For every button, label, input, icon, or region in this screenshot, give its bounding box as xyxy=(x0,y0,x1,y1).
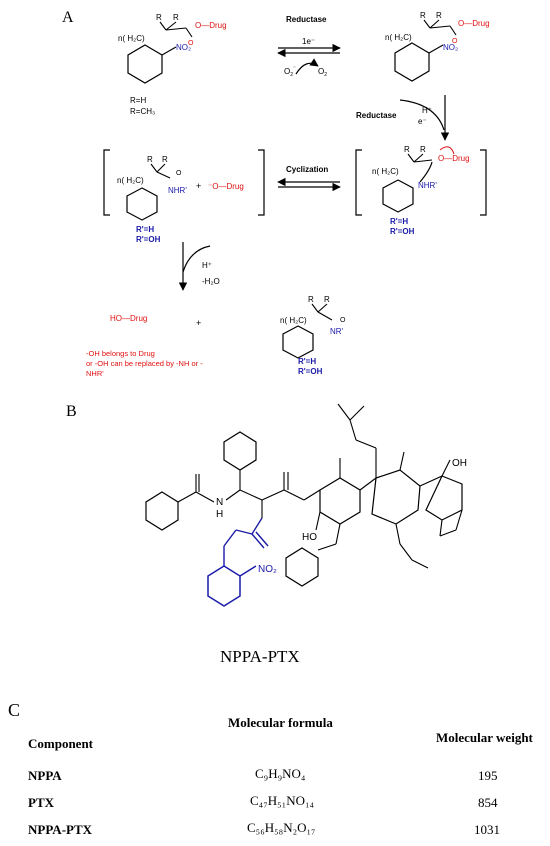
superoxide-label: O2⁻ xyxy=(284,66,296,78)
r-label: R xyxy=(420,145,426,154)
no2-label: NO₂ xyxy=(443,43,458,52)
r-label: R xyxy=(162,155,168,164)
drug-anion-label: ⁻O—Drug xyxy=(208,182,244,191)
nh2c-label: n( H₂C) xyxy=(385,33,412,42)
note-line-1: -OH belongs to Drug xyxy=(86,349,155,358)
table-row-component: NPPA xyxy=(28,768,62,783)
no2-label: NO₂ xyxy=(258,564,277,575)
r-label: R xyxy=(324,295,330,304)
rprime-h: R'=H xyxy=(136,225,154,234)
rprime-oh: R'=OH xyxy=(390,227,415,236)
h-plus-label: H⁺ xyxy=(422,106,432,115)
r-label: R xyxy=(404,145,410,154)
no2-label: NO₂ xyxy=(176,43,191,52)
table-row-formula: C₉H₉NO₄ xyxy=(255,766,306,781)
water-loss-label: -H₂O xyxy=(202,277,220,286)
rprime-h: R'=H xyxy=(298,357,316,366)
rprime-oh: R'=OH xyxy=(298,367,323,376)
o-drug-label: O—Drug xyxy=(438,154,470,163)
note-line-2: or -OH can be replaced by -NH or - xyxy=(86,359,203,368)
oh-label: OH xyxy=(452,458,467,469)
table-row-weight: 854 xyxy=(478,795,498,810)
reductase-label: Reductase xyxy=(356,111,397,120)
oxygen-label: O2 xyxy=(318,67,327,78)
nhr-label: NHR' xyxy=(168,186,187,195)
cyclized-product-bracket: R R n( H₂C) O NHR' + ⁻O—Drug R'=H R'=OH xyxy=(103,149,265,244)
nhr-label: NHR' xyxy=(418,181,437,190)
carbonyl-o: O xyxy=(452,38,458,45)
r-label: R xyxy=(308,295,314,304)
cyclic-lactam-product: R R n( H₂C) O NR' R'=H R'=OH xyxy=(280,295,346,376)
carbonyl-o: O xyxy=(176,170,182,177)
r-label: R xyxy=(436,11,442,20)
table-row-component: NPPA-PTX xyxy=(28,822,93,837)
table-row-component: PTX xyxy=(28,795,54,810)
o-drug-label: O—Drug xyxy=(195,21,227,30)
rprime-h: R'=H xyxy=(390,217,408,226)
hydroxylamine-intermediate: R R n( H₂C) O—Drug NHR' R'=H R'=OH xyxy=(355,145,487,236)
carbonyl-o: O xyxy=(340,317,346,324)
reductase-label: Reductase xyxy=(286,15,327,24)
header-molecular-weight: Molecular weight xyxy=(436,730,533,745)
panel-c-label: C xyxy=(8,700,21,720)
one-electron-label: 1e⁻ xyxy=(302,37,315,46)
nh2c-label: n( H₂C) xyxy=(372,167,399,176)
header-component: Component xyxy=(28,736,94,751)
table-row-formula: C₅₆H₅₈N₂O₁₇ xyxy=(247,820,316,835)
rprime-oh: R'=OH xyxy=(136,235,161,244)
nh-n: N xyxy=(216,497,223,508)
nh2c-label: n( H₂C) xyxy=(117,176,144,185)
h-plus-label: H⁺ xyxy=(202,261,212,270)
nppa-ptx-structure: N H NO₂ OH xyxy=(145,403,467,607)
r-label: R xyxy=(147,155,153,164)
ho-label: HO xyxy=(302,532,317,543)
nh-h: H xyxy=(216,509,223,520)
nitro-compound-left: R R n( H₂C) O—Drug O NO₂ R=H R=CH₃ xyxy=(118,13,227,116)
panel-a-label: A xyxy=(62,9,74,26)
plus-sign: + xyxy=(196,181,201,191)
o-drug-label: O—Drug xyxy=(458,19,490,28)
carbonyl-o: O xyxy=(188,40,194,47)
nitro-compound-right: R R n( H₂C) O—Drug O NO₂ xyxy=(385,11,490,82)
r-equals-ch3: R=CH₃ xyxy=(130,107,155,116)
table-row-weight: 195 xyxy=(478,768,498,783)
cyclization-label: Cyclization xyxy=(286,165,328,174)
e-minus-label: e⁻ xyxy=(418,117,427,126)
note-line-3: NHR' xyxy=(86,369,104,378)
molecular-data-table: Molecular formula Component Molecular we… xyxy=(0,700,550,846)
nh2c-label: n( H₂C) xyxy=(280,316,307,325)
scheme-diagram: A R R n( H₂C) O—Drug O NO₂ R=H R=CH₃ Red… xyxy=(62,9,490,666)
r-equals-h: R=H xyxy=(130,96,146,105)
nh2c-label: n( H₂C) xyxy=(118,34,145,43)
table-row-formula: C₄₇H₅₁NO₁₄ xyxy=(250,793,315,808)
compound-name: NPPA-PTX xyxy=(220,647,300,666)
header-molecular-formula: Molecular formula xyxy=(228,715,333,730)
r-label: R xyxy=(156,13,162,22)
nr-label: NR' xyxy=(330,327,344,336)
table-row-weight: 1031 xyxy=(474,822,500,837)
r-label: R xyxy=(420,11,426,20)
panel-b-label: B xyxy=(66,403,77,420)
plus-sign: + xyxy=(196,318,201,328)
ho-drug-label: HO—Drug xyxy=(110,314,147,323)
r-label: R xyxy=(173,13,179,22)
